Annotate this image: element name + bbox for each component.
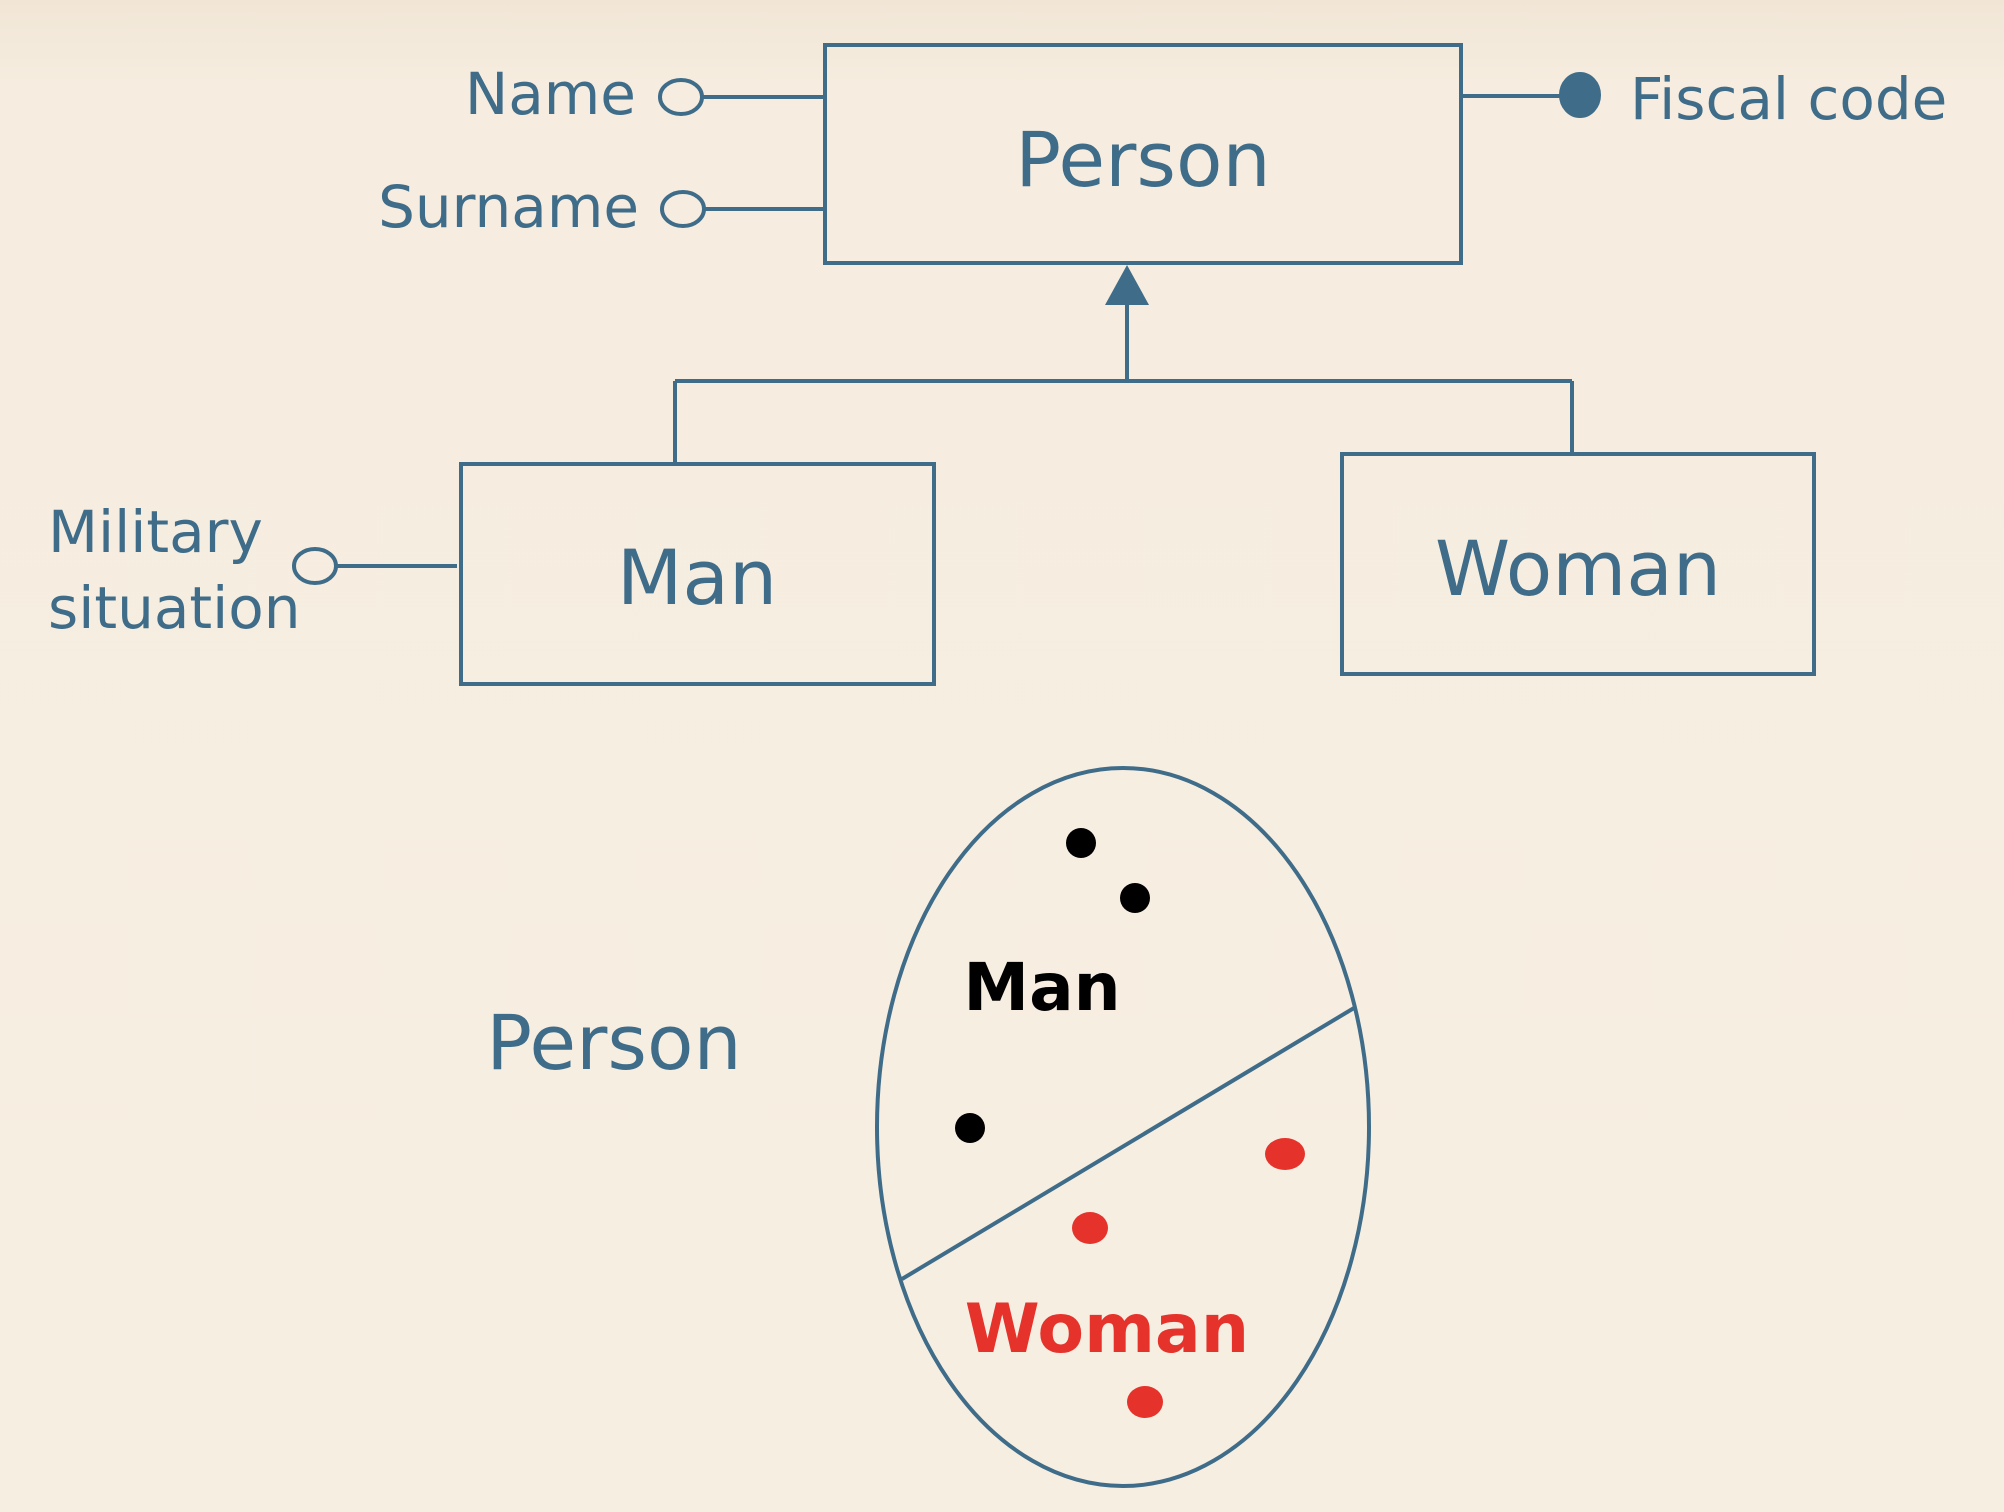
man-woman-partition-line xyxy=(900,1006,1356,1281)
military-situation-label-line2: situation xyxy=(48,574,300,642)
woman-element-dot xyxy=(1127,1386,1163,1418)
set-diagram-person-label: Person xyxy=(486,998,741,1087)
man-region-label: Man xyxy=(963,949,1120,1026)
surname-attribute-circle xyxy=(660,190,706,228)
generalization-arrowhead xyxy=(1105,265,1149,305)
woman-element-dot xyxy=(1072,1212,1108,1244)
name-attribute-label: Name xyxy=(465,60,636,128)
woman-element-dot xyxy=(1265,1138,1305,1170)
person-set-ellipse xyxy=(875,766,1371,1488)
fiscal-code-identifier-circle xyxy=(1559,72,1601,118)
woman-entity-box xyxy=(1340,452,1816,676)
man-entity-label: Man xyxy=(617,533,777,622)
fiscal-code-attribute-label: Fiscal code xyxy=(1630,65,1947,133)
woman-entity-label: Woman xyxy=(1435,524,1721,613)
military-situation-label-line1: Military xyxy=(48,498,263,566)
name-attribute-circle xyxy=(658,78,704,116)
woman-region-label: Woman xyxy=(965,1290,1249,1369)
man-element-dot xyxy=(1120,883,1150,913)
man-element-dot xyxy=(1066,828,1096,858)
surname-attribute-label: Surname xyxy=(378,173,639,241)
person-entity-box xyxy=(823,43,1463,265)
person-entity-label: Person xyxy=(1015,115,1270,204)
military-situation-attribute-circle xyxy=(292,547,338,585)
man-element-dot xyxy=(955,1113,985,1143)
man-entity-box xyxy=(459,462,936,686)
